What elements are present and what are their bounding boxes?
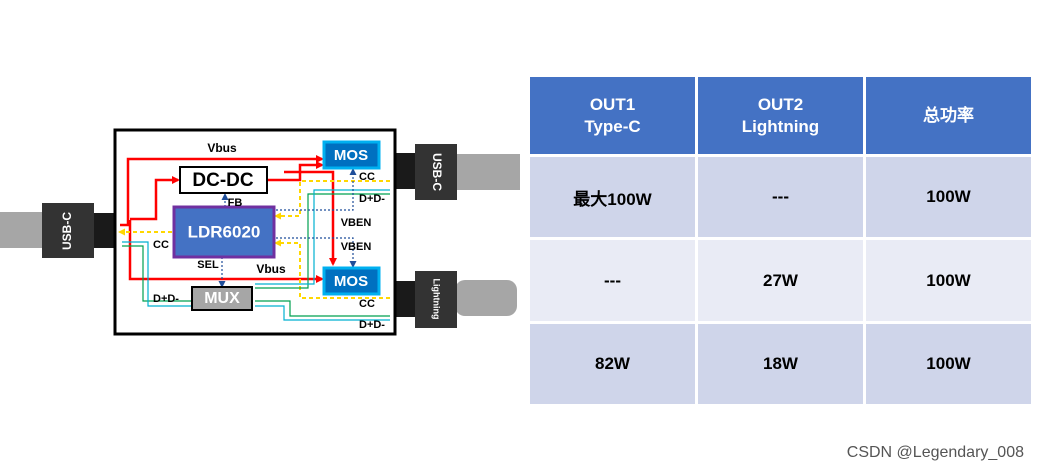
table-cell: --- [696, 155, 866, 240]
table-cell: 82W [530, 322, 698, 404]
left-cable [0, 212, 44, 248]
block-diagram: USB-C USB-C Lightning [0, 128, 520, 336]
dcdc-block [179, 166, 268, 194]
header-total-line1: 总功率 [923, 105, 974, 125]
table-cell: 27W [696, 238, 866, 324]
dcdc-label: DC-DC [192, 170, 253, 191]
table-cell: 100W [864, 322, 1031, 404]
table-cell: 18W [696, 322, 866, 404]
table-header-row: OUT1 Type-C OUT2 Lightning 总功率 [530, 77, 1031, 157]
table-cell: 100W [864, 155, 1031, 240]
right-bottom-lightning-connector [415, 271, 457, 328]
header-out1-line2: Type-C [584, 116, 641, 136]
table-row: 最大100W --- 100W [530, 155, 1031, 240]
dpdm-bottom-label: D+D- [359, 319, 385, 331]
table-cell: 最大100W [530, 155, 698, 240]
table-cell: --- [530, 238, 698, 324]
footer-watermark: CSDN @Legendary_008 [846, 444, 1024, 461]
vbus-mid-label: Vbus [256, 262, 286, 276]
mos-bottom-block [322, 266, 381, 296]
ldr6020-label: LDR6020 [188, 222, 261, 241]
left-port-label: USB-C [60, 212, 74, 250]
dpdm-top-label: D+D- [359, 193, 385, 205]
control-lines [218, 168, 357, 288]
cc-bottom-label: CC [359, 298, 375, 310]
right-top-usbc-connector [415, 144, 457, 200]
ldr6020-block [172, 205, 276, 259]
dpdm-mux-label: D+D- [153, 293, 179, 305]
right-top-port-label: USB-C [430, 153, 444, 191]
header-out2-line1: OUT2 [757, 94, 804, 114]
power-table: OUT1 Type-C OUT2 Lightning 总功率 最大100W --… [530, 77, 1031, 404]
header-out2: OUT2 Lightning [696, 77, 866, 157]
cc-lines [118, 180, 390, 299]
right-bottom-cable [455, 280, 517, 316]
right-top-cable [455, 154, 520, 190]
mos-top-label: MOS [334, 147, 368, 164]
right-bottom-plug [393, 281, 415, 317]
left-usbc-plug [94, 213, 116, 248]
header-out2-line2: Lightning [741, 116, 820, 136]
mos-top-block [322, 140, 381, 170]
header-total: 总功率 [864, 77, 1031, 157]
table-cell: 100W [864, 238, 1031, 324]
header-out1: OUT1 Type-C [530, 77, 698, 157]
cc-left-label: CC [153, 239, 169, 251]
fb-label: FB [228, 197, 243, 209]
left-usbc-connector [42, 203, 94, 258]
table-row: --- 27W 100W [530, 238, 1031, 324]
header-out1-line1: OUT1 [589, 94, 636, 114]
sel-label: SEL [197, 259, 219, 271]
mux-block [191, 286, 253, 311]
right-top-plug [393, 153, 415, 189]
dpdm-cyan-lines [122, 189, 390, 321]
vben-top-label: VBEN [341, 217, 372, 229]
mux-label: MUX [204, 290, 240, 307]
vbus-lines [120, 155, 337, 283]
mos-bottom-label: MOS [334, 273, 368, 290]
vben-bottom-label: VBEN [341, 241, 372, 253]
right-bottom-port-label: Lightning [432, 279, 442, 320]
dpdm-green-lines [122, 193, 390, 317]
table-row: 82W 18W 100W [530, 322, 1031, 404]
cc-top-label: CC [359, 171, 375, 183]
vbus-top-label: Vbus [207, 141, 237, 155]
